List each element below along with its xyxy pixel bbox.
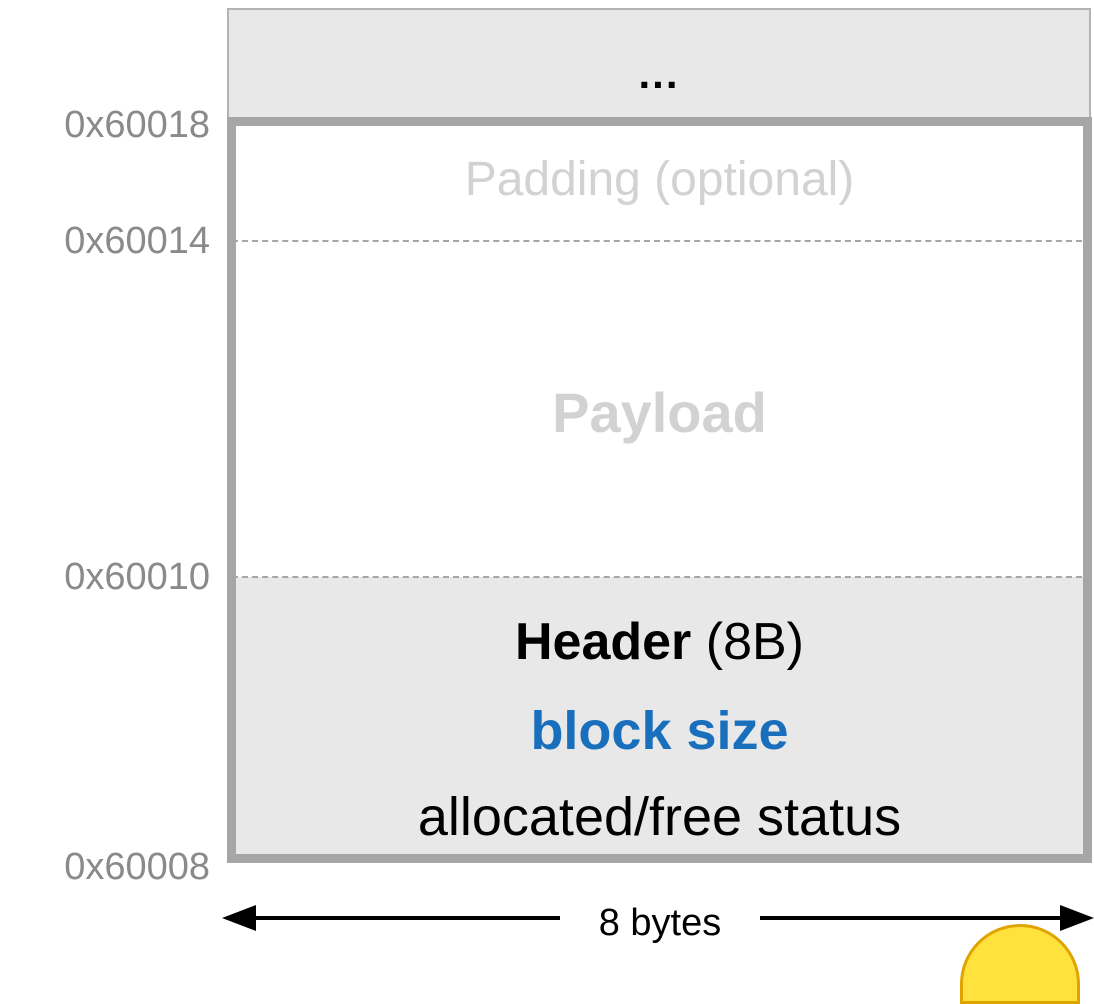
payload-header-divider xyxy=(232,576,1082,578)
address-top: 0x60018 xyxy=(64,104,210,146)
padding-payload-divider xyxy=(232,240,1082,242)
padding-label: Padding (optional) xyxy=(464,153,855,206)
address-payload-start: 0x60010 xyxy=(64,556,210,598)
previous-block xyxy=(227,8,1091,118)
previous-block-ellipsis: ... xyxy=(638,50,680,97)
address-padding-start: 0x60014 xyxy=(64,220,210,262)
header-size: (8B) xyxy=(705,613,804,671)
block-size-field: block size xyxy=(530,701,789,761)
width-label: 8 bytes xyxy=(560,902,760,945)
address-bottom: 0x60008 xyxy=(64,846,210,888)
header-label: Header (8B) xyxy=(236,612,1083,672)
header-name: Header xyxy=(514,613,692,671)
header-region xyxy=(236,577,1083,854)
status-field: allocated/free status xyxy=(417,787,902,847)
payload-label: Payload xyxy=(552,381,767,444)
